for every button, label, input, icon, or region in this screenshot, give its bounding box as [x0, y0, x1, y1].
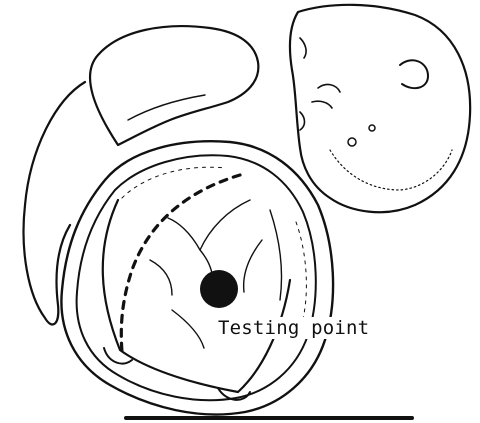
jaw-dots [330, 150, 452, 190]
nose-mouth [300, 38, 306, 130]
head-outline [290, 5, 470, 212]
hand-outline [90, 26, 258, 145]
cheek-mark-2 [369, 125, 375, 131]
testing-point-label: Testing point [216, 317, 371, 339]
ear [400, 60, 428, 88]
forearm-outline [24, 82, 85, 324]
opening-edge [103, 200, 290, 392]
eye [312, 85, 340, 108]
hand-finger-line [128, 95, 205, 120]
testing-point-marker [200, 270, 238, 308]
cheek-mark-1 [348, 138, 356, 146]
